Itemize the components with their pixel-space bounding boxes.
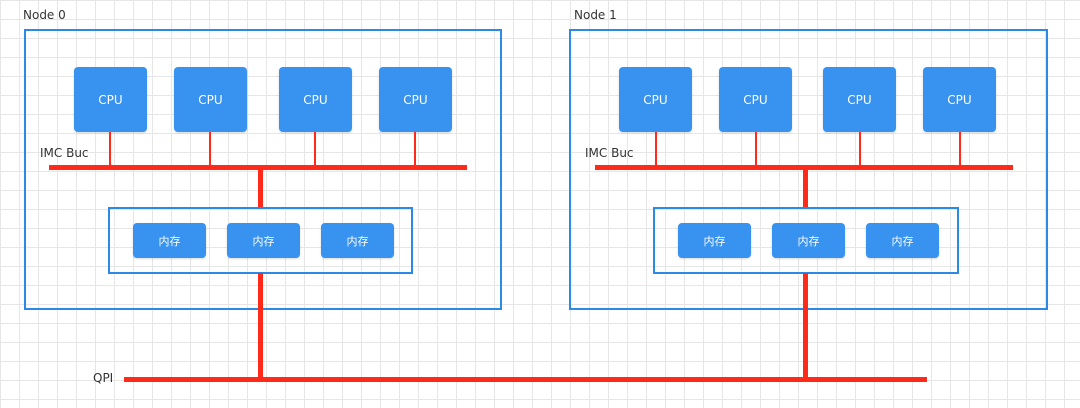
qpi-bus xyxy=(124,377,927,382)
node-0-imc-bus xyxy=(49,165,467,170)
node-1-qpi-connector xyxy=(803,273,808,380)
node-0-box xyxy=(24,29,502,310)
node-0-bus-label: IMC Buc xyxy=(40,146,89,160)
node-0-bus-to-memory-connector xyxy=(258,168,263,208)
node-1-cpu-4: CPU xyxy=(923,67,996,132)
node-0-label: Node 0 xyxy=(23,8,66,22)
node-1-memory-1: 内存 xyxy=(678,223,751,258)
node-0-cpu-2: CPU xyxy=(174,67,247,132)
node-1-box xyxy=(569,29,1048,310)
node-1-imc-bus xyxy=(595,165,1013,170)
node-1-cpu-1: CPU xyxy=(619,67,692,132)
qpi-label: QPI xyxy=(93,371,114,385)
node-0-cpu-1: CPU xyxy=(74,67,147,132)
node-0-cpu-2-connector xyxy=(209,132,211,167)
node-0-memory-1: 内存 xyxy=(133,223,206,258)
node-1-label: Node 1 xyxy=(574,8,617,22)
node-0-cpu-3-connector xyxy=(314,132,316,167)
node-1-cpu-2-connector xyxy=(755,132,757,167)
node-0-memory-2: 内存 xyxy=(227,223,300,258)
node-0-cpu-4-connector xyxy=(414,132,416,167)
node-0-cpu-4: CPU xyxy=(379,67,452,132)
node-1-cpu-4-connector xyxy=(959,132,961,167)
node-1-memory-3: 内存 xyxy=(866,223,939,258)
node-1-cpu-1-connector xyxy=(655,132,657,167)
node-1-cpu-2: CPU xyxy=(719,67,792,132)
node-1-bus-to-memory-connector xyxy=(803,168,808,208)
node-1-memory-2: 内存 xyxy=(772,223,845,258)
node-0-memory-3: 内存 xyxy=(321,223,394,258)
node-0-qpi-connector xyxy=(258,273,263,380)
node-0-cpu-1-connector xyxy=(109,132,111,167)
node-1-bus-label: IMC Buc xyxy=(585,146,634,160)
node-0-cpu-3: CPU xyxy=(279,67,352,132)
node-1-cpu-3: CPU xyxy=(823,67,896,132)
node-1-cpu-3-connector xyxy=(859,132,861,167)
